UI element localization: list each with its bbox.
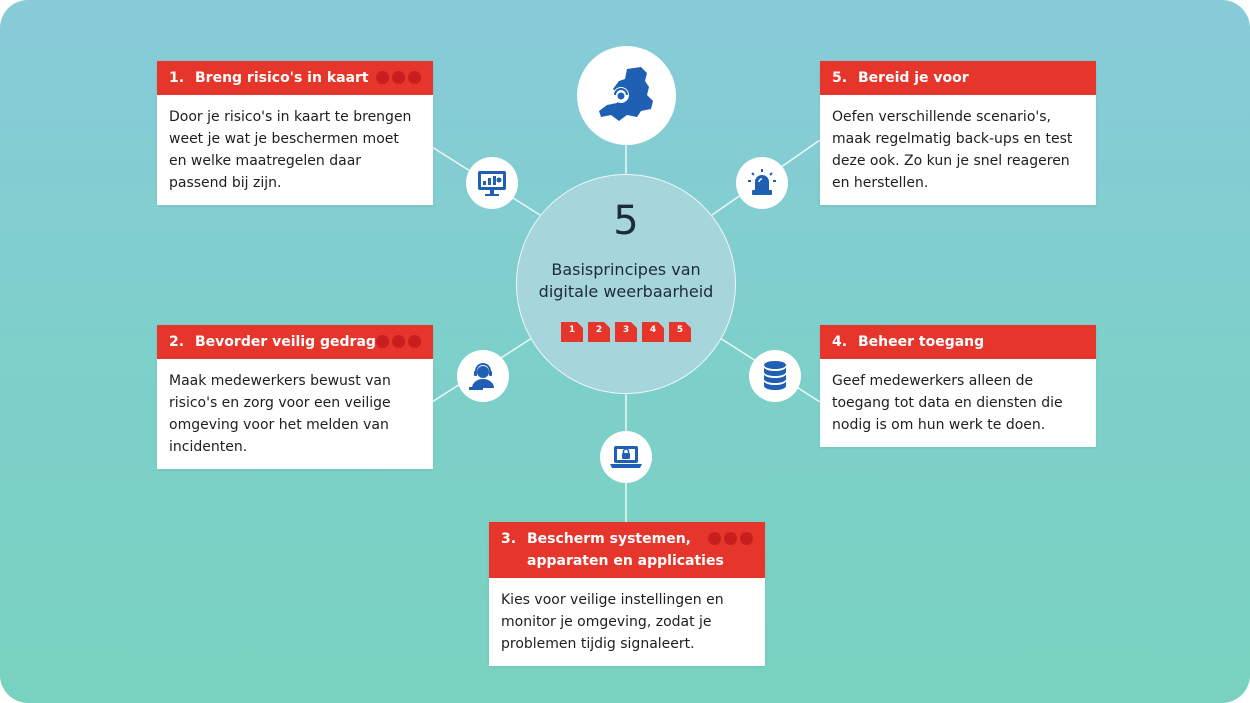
card-1: 1. Breng risico's in kaart Door je risic… bbox=[157, 61, 433, 205]
badge-2-label: 2 bbox=[595, 325, 603, 335]
badge-1-label: 1 bbox=[568, 325, 576, 335]
card-4: 4. Beheer toegang Geef medewerkers allee… bbox=[820, 325, 1096, 447]
badge-1: 1 bbox=[561, 322, 583, 342]
card-4-number: 4. bbox=[832, 334, 848, 350]
card-2-body: Maak medewerkers bewust van risico's en … bbox=[169, 373, 391, 455]
center-circle: 5 Basisprincipes van digitale weerbaarhe… bbox=[516, 174, 736, 394]
card-5: 5. Bereid je voor Oefen verschillende sc… bbox=[820, 61, 1096, 205]
card-2-title: Bevorder veilig gedrag bbox=[195, 334, 376, 350]
card-1-header: 1. Breng risico's in kaart bbox=[157, 61, 433, 95]
card-2-header: 2. Bevorder veilig gedrag bbox=[157, 325, 433, 359]
user-headset-icon bbox=[469, 363, 494, 390]
card-3-header: 3. Bescherm systemen, apparaten en appli… bbox=[489, 522, 765, 578]
node-card-4 bbox=[749, 350, 801, 402]
node-card-1 bbox=[466, 157, 518, 209]
badge-4: 4 bbox=[642, 322, 664, 342]
card-5-body: Oefen verschillende scenario's, maak reg… bbox=[832, 109, 1073, 191]
card-4-body: Geef medewerkers alleen de toegang tot d… bbox=[832, 373, 1063, 433]
card-3-title: Bescherm systemen, apparaten en applicat… bbox=[527, 531, 724, 569]
badge-5-label: 5 bbox=[676, 325, 684, 335]
badge-3-label: 3 bbox=[622, 325, 630, 335]
card-4-header: 4. Beheer toegang bbox=[820, 325, 1096, 359]
node-top bbox=[577, 46, 676, 145]
dots-icon bbox=[708, 532, 753, 545]
monitor-dashboard-icon bbox=[478, 171, 506, 196]
card-5-number: 5. bbox=[832, 70, 848, 86]
laptop-lock-icon bbox=[610, 446, 642, 468]
card-5-title: Bereid je voor bbox=[858, 70, 969, 86]
card-3-body: Kies voor veilige instellingen en monito… bbox=[501, 592, 724, 652]
card-4-title: Beheer toegang bbox=[858, 334, 985, 350]
card-3: 3. Bescherm systemen, apparaten en appli… bbox=[489, 522, 765, 666]
center-number: 5 bbox=[613, 198, 639, 244]
netherlands-map-icon bbox=[598, 66, 653, 121]
database-icon bbox=[764, 361, 786, 390]
alarm-light-icon bbox=[748, 169, 776, 195]
badge-2: 2 bbox=[588, 322, 610, 342]
card-1-title: Breng risico's in kaart bbox=[195, 70, 369, 86]
center-badges: 1 2 3 4 5 bbox=[561, 322, 691, 342]
badge-5: 5 bbox=[669, 322, 691, 342]
badge-3: 3 bbox=[615, 322, 637, 342]
dots-icon bbox=[376, 335, 421, 348]
card-3-number: 3. bbox=[501, 531, 517, 547]
node-card-2 bbox=[457, 350, 509, 402]
badge-4-label: 4 bbox=[649, 325, 657, 335]
card-5-header: 5. Bereid je voor bbox=[820, 61, 1096, 95]
node-card-5 bbox=[736, 157, 788, 209]
card-2: 2. Bevorder veilig gedrag Maak medewerke… bbox=[157, 325, 433, 469]
card-1-body: Door je risico's in kaart te brengen wee… bbox=[169, 109, 412, 191]
node-card-3 bbox=[600, 431, 652, 483]
center-title: Basisprincipes van digitale weerbaarheid bbox=[538, 260, 714, 301]
card-1-number: 1. bbox=[169, 70, 185, 86]
dots-icon bbox=[376, 71, 421, 84]
card-2-number: 2. bbox=[169, 334, 185, 350]
